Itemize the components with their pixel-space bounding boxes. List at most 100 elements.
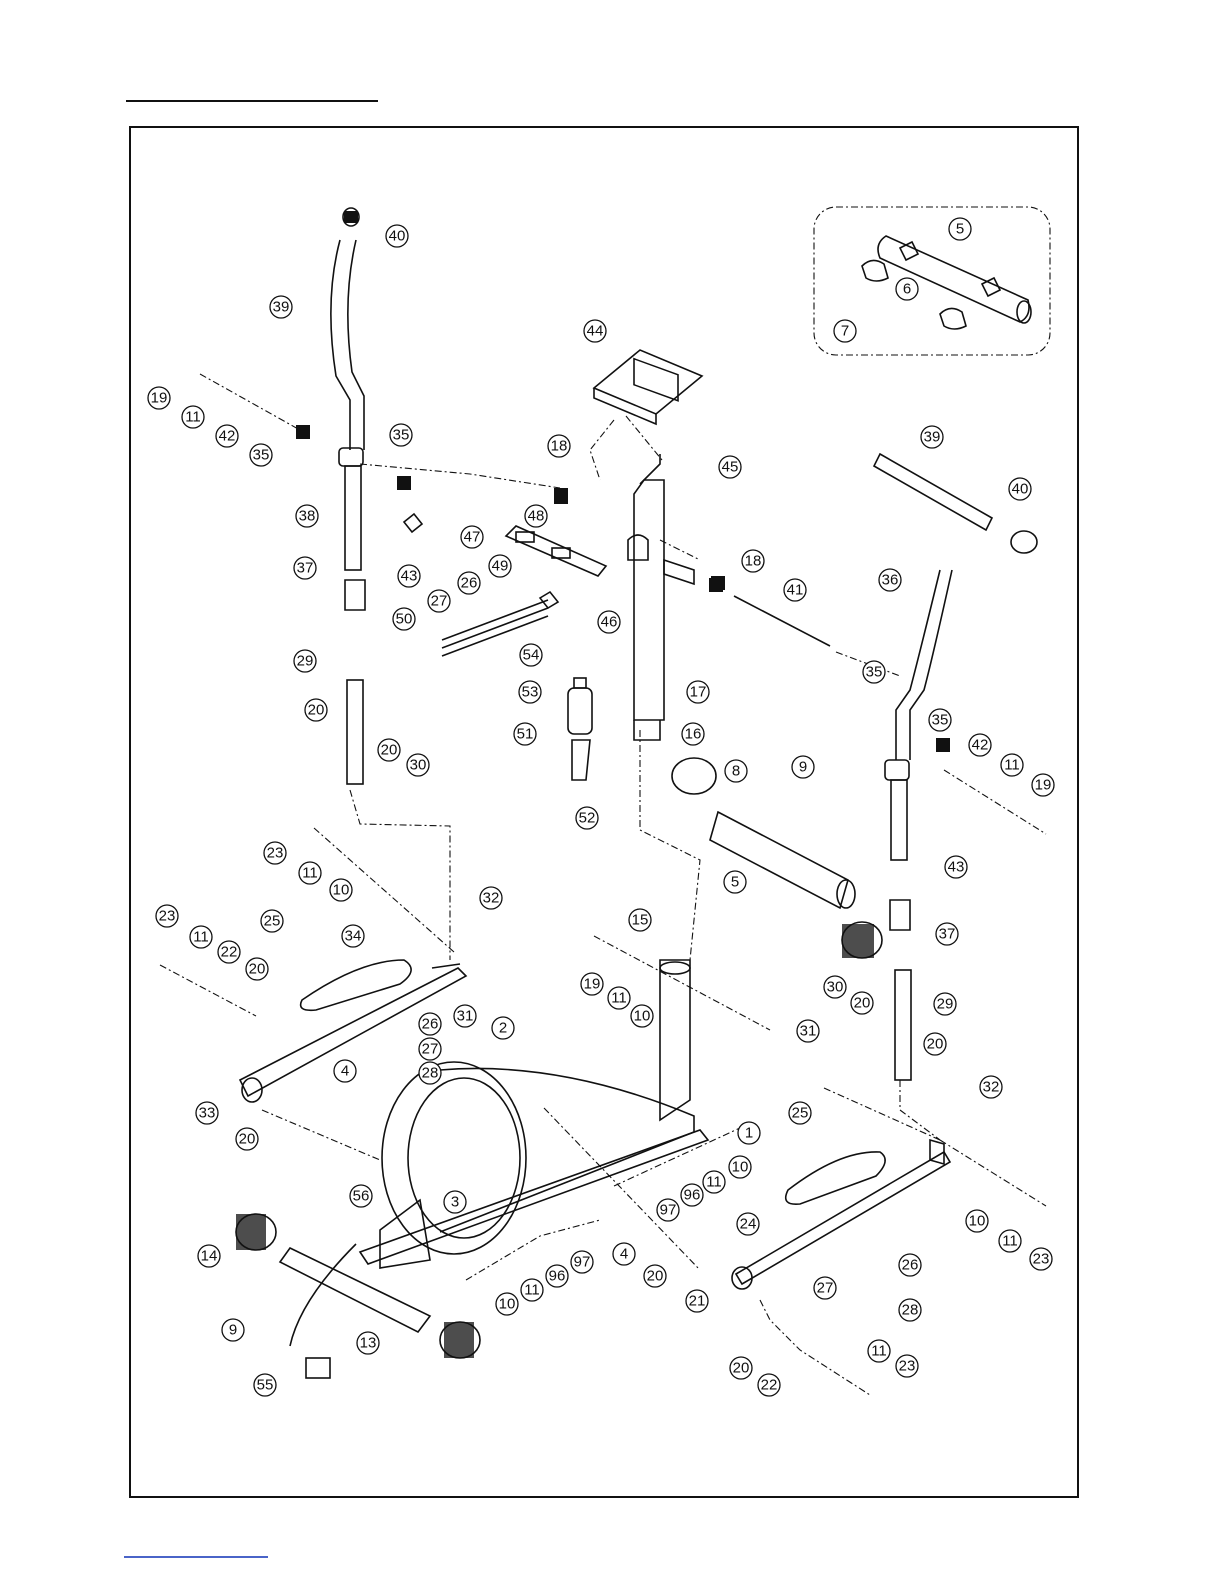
part-callout-40: 40 <box>385 224 409 248</box>
part-number-label: 11 <box>185 409 201 426</box>
part-callout-11: 11 <box>607 986 631 1010</box>
part-callout-11: 11 <box>298 861 322 885</box>
part-callout-14: 14 <box>197 1244 221 1268</box>
part-number-label: 27 <box>422 1041 439 1058</box>
part-callout-26: 26 <box>898 1253 922 1277</box>
callout-circle <box>221 1318 245 1342</box>
callout-circle <box>519 643 543 667</box>
part-callout-97: 97 <box>656 1198 680 1222</box>
callout-circle <box>796 1019 820 1043</box>
part-callout-1: 1 <box>737 1121 761 1145</box>
part-callout-30: 30 <box>823 975 847 999</box>
callout-circle <box>681 722 705 746</box>
callout-circle <box>612 1242 636 1266</box>
part-callout-43: 43 <box>944 855 968 879</box>
callout-circle <box>570 1250 594 1274</box>
callout-circle <box>580 972 604 996</box>
callout-circle <box>878 568 902 592</box>
callout-circle <box>998 1229 1022 1253</box>
callout-circle <box>181 405 205 429</box>
part-callout-11: 11 <box>189 925 213 949</box>
part-callout-36: 36 <box>878 568 902 592</box>
part-number-label: 20 <box>308 702 325 719</box>
part-callout-42: 42 <box>215 424 239 448</box>
part-number-label: 19 <box>584 976 601 993</box>
part-number-label: 14 <box>201 1248 218 1265</box>
part-callout-28: 28 <box>898 1298 922 1322</box>
callout-circle <box>249 443 273 467</box>
part-callout-6: 6 <box>895 277 919 301</box>
part-number-label: 2 <box>499 1020 507 1037</box>
alignment-lines <box>159 373 1047 1396</box>
part-callout-31: 31 <box>796 1019 820 1043</box>
callout-circle <box>295 504 319 528</box>
left-pedal <box>238 959 468 1103</box>
part-callout-39: 39 <box>269 295 293 319</box>
callout-circle <box>195 1101 219 1125</box>
part-number-label: 55 <box>257 1377 274 1394</box>
callout-layer: 4039191142353538433729202030441848474926… <box>147 217 1055 1397</box>
part-callout-35: 35 <box>862 660 886 684</box>
callout-circle <box>680 1183 704 1207</box>
pulse-bracket <box>441 525 608 657</box>
part-callout-34: 34 <box>341 924 365 948</box>
part-callout-26: 26 <box>418 1012 442 1036</box>
part-callout-30: 30 <box>406 753 430 777</box>
part-callout-22: 22 <box>217 940 241 964</box>
callout-circle <box>862 660 886 684</box>
part-number-label: 37 <box>939 926 956 943</box>
callout-circle <box>298 861 322 885</box>
header-rule <box>126 100 378 102</box>
callout-circle <box>253 1373 277 1397</box>
part-callout-96: 96 <box>680 1183 704 1207</box>
part-number-label: 10 <box>333 882 350 899</box>
part-number-label: 21 <box>689 1293 706 1310</box>
callout-circle <box>1000 753 1024 777</box>
part-number-label: 56 <box>353 1188 370 1205</box>
part-number-label: 25 <box>792 1105 809 1122</box>
callout-circle <box>718 455 742 479</box>
part-callout-47: 47 <box>460 525 484 549</box>
callout-circle <box>686 680 710 704</box>
callout-circle <box>524 504 548 528</box>
part-number-label: 34 <box>345 928 362 945</box>
part-number-label: 27 <box>431 593 448 610</box>
part-number-label: 39 <box>924 429 941 446</box>
callout-circle <box>392 607 416 631</box>
part-callout-22: 22 <box>757 1373 781 1397</box>
callout-circle <box>685 1289 709 1313</box>
part-callout-37: 37 <box>293 556 317 580</box>
part-callout-4: 4 <box>333 1059 357 1083</box>
part-number-label: 30 <box>410 757 427 774</box>
part-number-label: 50 <box>396 611 413 628</box>
callout-circle <box>783 578 807 602</box>
part-number-label: 24 <box>740 1216 757 1233</box>
part-number-label: 97 <box>574 1254 591 1271</box>
part-number-label: 19 <box>1035 777 1052 794</box>
part-number-label: 18 <box>745 553 762 570</box>
callout-circle <box>643 1264 667 1288</box>
part-callout-20: 20 <box>235 1127 259 1151</box>
callout-circle <box>260 909 284 933</box>
callout-circle <box>850 991 874 1015</box>
part-callout-10: 10 <box>495 1292 519 1316</box>
part-number-label: 20 <box>381 742 398 759</box>
callout-circle <box>397 564 421 588</box>
callout-circle <box>920 425 944 449</box>
part-number-label: 31 <box>800 1023 817 1040</box>
rear-stabilizer <box>235 1213 481 1379</box>
part-number-label: 26 <box>422 1016 439 1033</box>
callout-circle <box>898 1253 922 1277</box>
callout-circle <box>513 722 537 746</box>
right-handlebar <box>711 452 1038 1081</box>
callout-circle <box>235 1127 259 1151</box>
callout-circle <box>736 1212 760 1236</box>
part-callout-24: 24 <box>736 1212 760 1236</box>
callout-circle <box>427 589 451 613</box>
part-callout-27: 27 <box>427 589 451 613</box>
part-callout-9: 9 <box>791 755 815 779</box>
part-number-label: 23 <box>899 1358 916 1375</box>
callout-circle <box>895 277 919 301</box>
part-number-label: 5 <box>956 221 964 238</box>
part-callout-20: 20 <box>377 738 401 762</box>
